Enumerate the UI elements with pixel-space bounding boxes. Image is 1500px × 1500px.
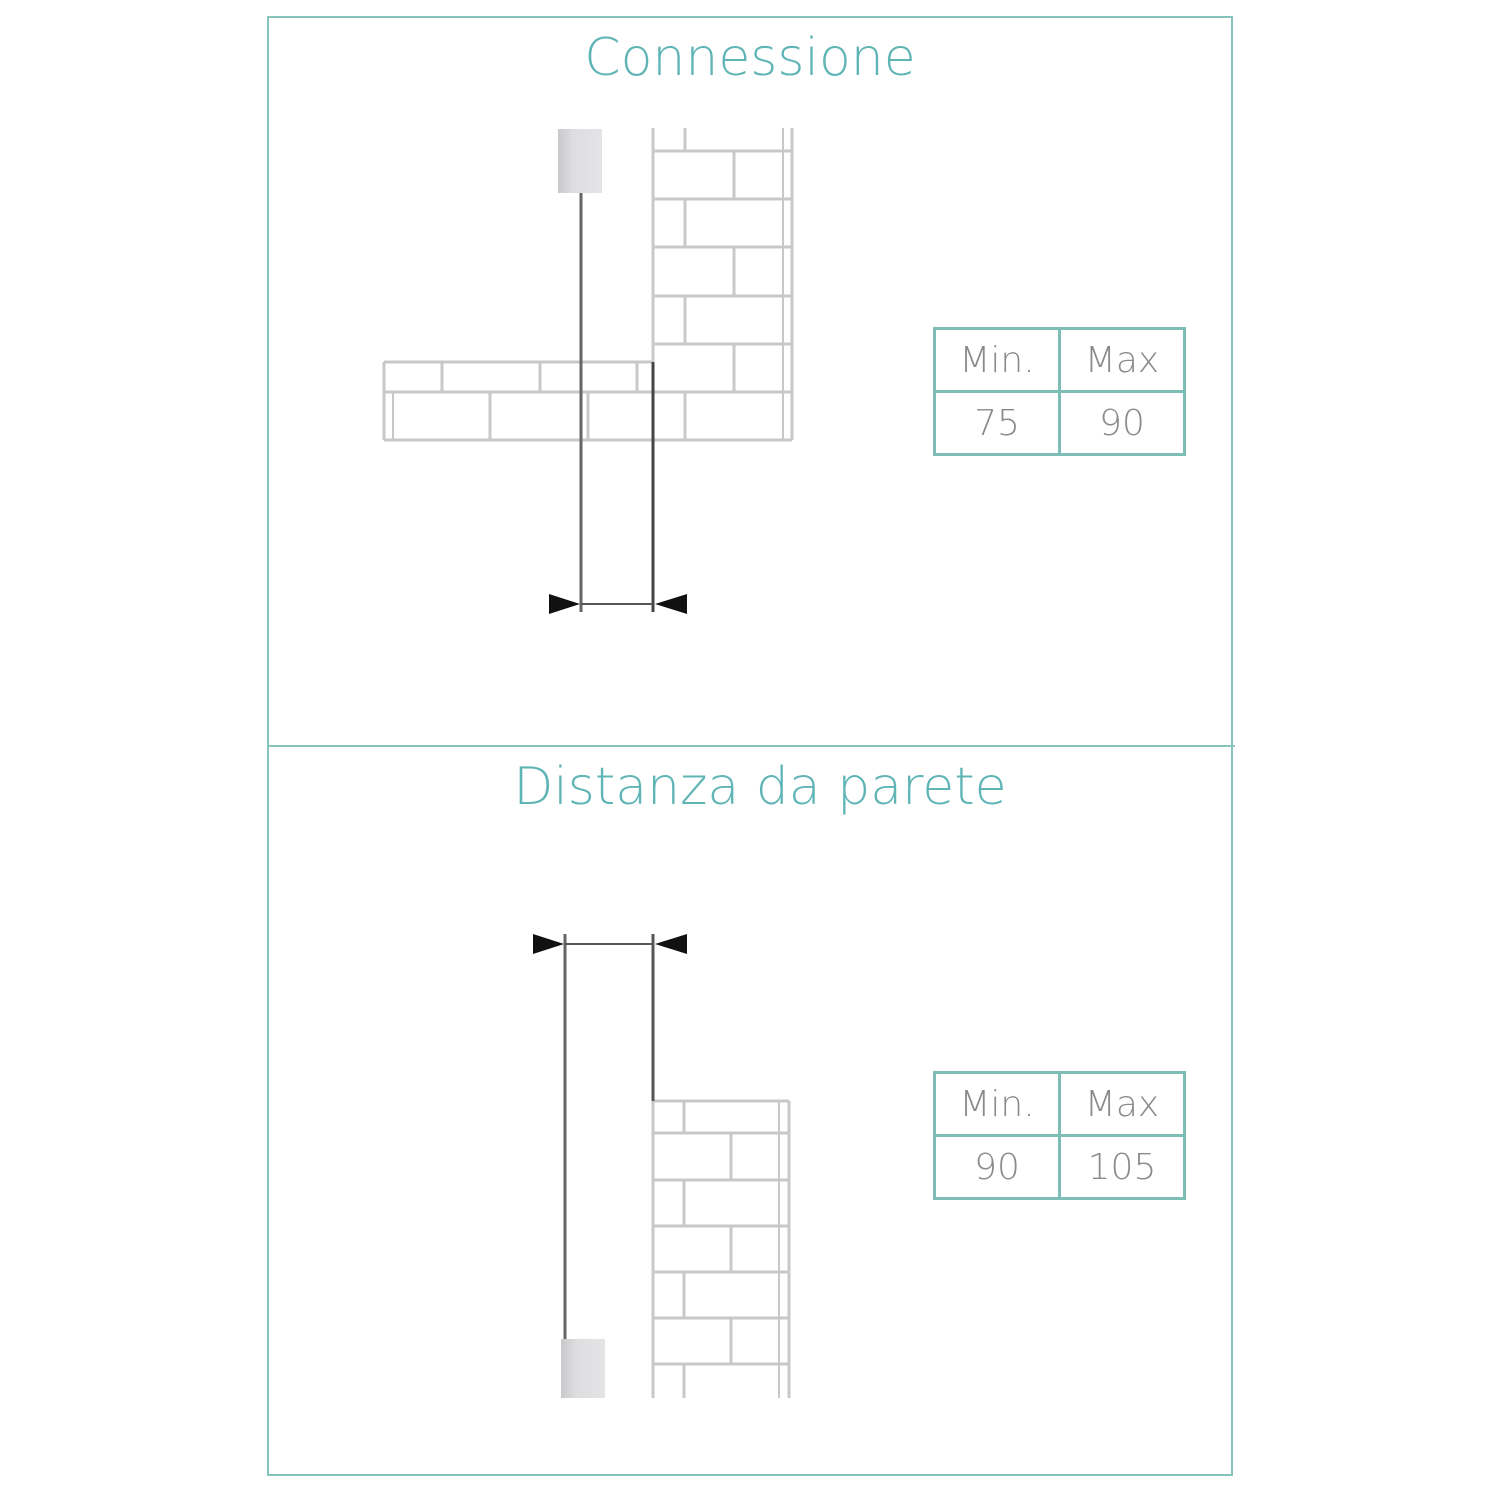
section-title-connessione: Connessione	[584, 28, 916, 88]
dimension-arrows-wall-distance	[533, 934, 687, 954]
min-header: Min.	[933, 1071, 1061, 1137]
pipe-cap-bottom	[561, 1339, 605, 1398]
brick-floor-horizontal	[382, 360, 792, 442]
pipe-cap	[558, 129, 602, 193]
min-value: 75	[933, 390, 1061, 456]
max-value: 105	[1058, 1134, 1186, 1200]
min-value: 90	[933, 1134, 1061, 1200]
dimension-arrows-connection	[549, 594, 687, 614]
section-title-distanza-da-parete: Distanza da parete	[513, 757, 1007, 817]
max-value: 90	[1058, 390, 1186, 456]
wall-distance-range-table: Min. Max 90 105	[933, 1071, 1186, 1200]
max-header: Max	[1058, 1071, 1186, 1137]
brick-wall-vertical	[651, 128, 794, 440]
min-header: Min.	[933, 327, 1061, 393]
brick-wall-section2	[651, 1099, 791, 1398]
section-divider	[267, 745, 1235, 747]
max-header: Max	[1058, 327, 1186, 393]
connection-range-table: Min. Max 75 90	[933, 327, 1186, 456]
